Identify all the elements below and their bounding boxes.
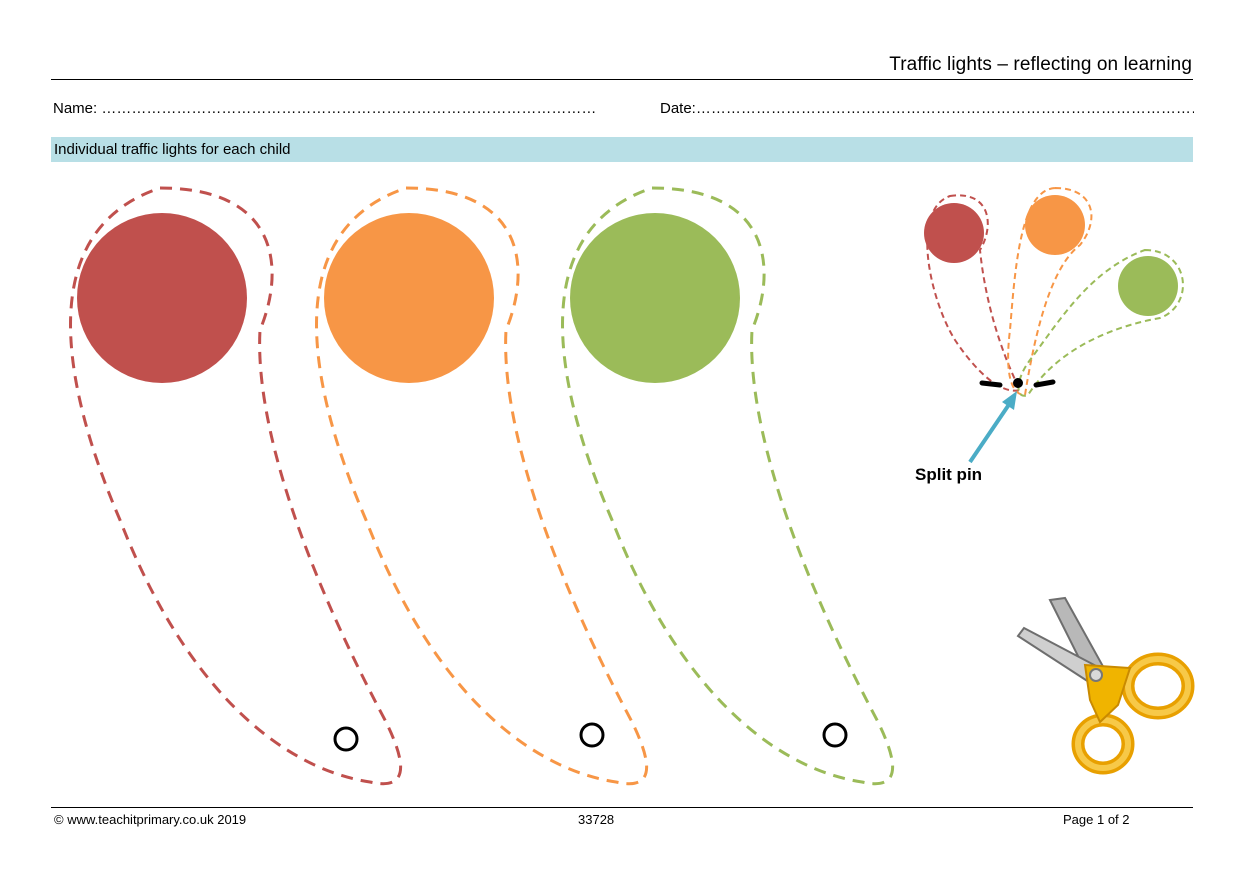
section-heading: Individual traffic lights for each child xyxy=(54,141,291,158)
assembled-example-diagram xyxy=(924,186,1184,464)
name-label: Name: xyxy=(53,100,98,117)
date-dots: …………………………………………………………………………………………………………… xyxy=(695,100,1194,117)
split-pin-label: Split pin xyxy=(915,465,983,484)
green-light-cutout[interactable] xyxy=(561,186,894,786)
red-pin-hole xyxy=(333,726,359,752)
name-field[interactable]: Name: …………………………………………………………………………………………… xyxy=(53,100,598,117)
section-heading-bar: Individual traffic lights for each child xyxy=(51,137,1193,162)
date-label: Date: xyxy=(660,100,696,117)
split-pin-arrow-icon xyxy=(968,391,1017,464)
date-field[interactable]: Date:……………………………………………………………………………………………… xyxy=(660,100,1194,117)
amber-light xyxy=(324,213,494,383)
split-pin-icon xyxy=(979,378,1056,388)
footer-resource-code: 33728 xyxy=(578,812,615,827)
red-cut-line xyxy=(69,186,402,786)
green-cut-line xyxy=(561,186,894,786)
amber-light-cutout[interactable] xyxy=(315,186,648,786)
amber-cut-line xyxy=(315,186,648,786)
green-light xyxy=(570,213,740,383)
header-divider xyxy=(51,79,1193,80)
example-green-light xyxy=(1118,256,1178,316)
example-red-light xyxy=(924,203,984,263)
amber-pin-hole xyxy=(579,722,605,748)
footer-divider xyxy=(51,807,1193,808)
example-amber-light xyxy=(1025,195,1085,255)
green-pin-hole xyxy=(822,722,848,748)
scissors-icon xyxy=(1016,596,1195,775)
red-light xyxy=(77,213,247,383)
red-light-cutout[interactable] xyxy=(69,186,402,786)
footer-page-number: Page 1 of 2 xyxy=(1063,812,1130,827)
footer-copyright: © www.teachitprimary.co.uk 2019 xyxy=(54,812,247,827)
page-title: Traffic lights – reflecting on learning xyxy=(889,54,1192,75)
name-dots: …………………………………………………………………………………………………………… xyxy=(101,100,598,117)
